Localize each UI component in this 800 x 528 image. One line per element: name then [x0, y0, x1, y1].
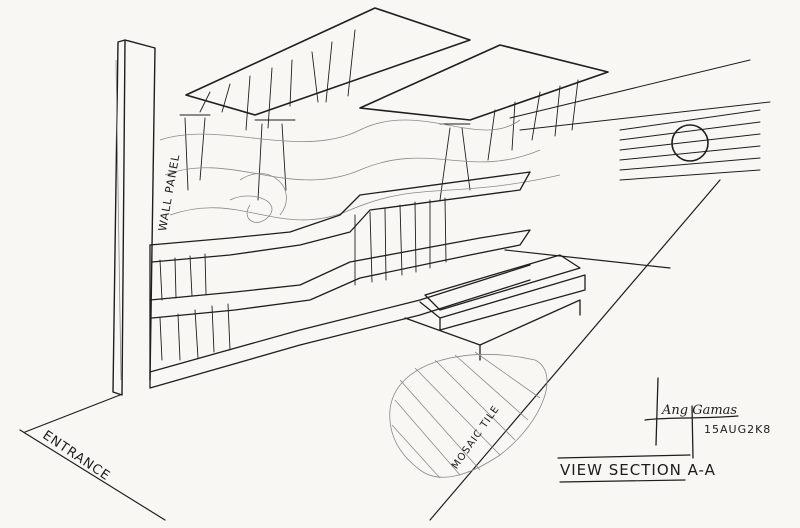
mosaic-hatching	[391, 351, 541, 479]
round-window-wall	[619, 109, 761, 181]
ceiling-panel-right	[359, 44, 609, 121]
display-shelves	[149, 171, 531, 389]
view-title: VIEW SECTION A-A	[560, 461, 716, 479]
entrance-column	[112, 39, 156, 396]
floor-edge-left	[19, 394, 166, 521]
signature-name: Ang Gamas	[662, 403, 738, 418]
floor-edge-right	[429, 179, 721, 521]
ceiling-right-rail	[509, 59, 771, 131]
mosaic-tile-floor	[389, 354, 548, 478]
signature-date: 15AUG2K8	[704, 423, 772, 436]
title-underline	[557, 454, 691, 483]
ceiling-panel-left	[185, 7, 471, 116]
display-table	[404, 254, 586, 361]
pendant-lights	[179, 29, 579, 201]
signature-mark	[644, 377, 739, 459]
wall-panel-pattern	[159, 119, 561, 223]
hanging-garments	[159, 197, 447, 361]
column-hatching	[115, 59, 122, 381]
